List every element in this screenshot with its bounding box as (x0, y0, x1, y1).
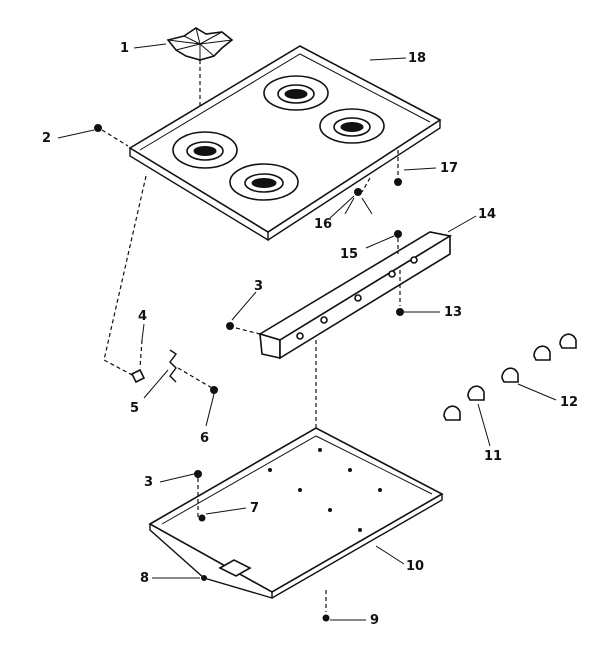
callout-4: 4 (138, 309, 147, 324)
callout-2: 2 (42, 131, 51, 146)
callout-14: 14 (478, 207, 496, 222)
fastener-16 (354, 188, 362, 196)
foot-8 (201, 575, 207, 581)
screw-6 (210, 386, 218, 394)
burner-spider (166, 27, 234, 61)
fastener-7 (198, 514, 206, 522)
callout-13: 13 (444, 305, 462, 320)
callout-9: 9 (370, 613, 379, 628)
burner-well-rear-left (263, 75, 329, 111)
screw-3-lower (194, 470, 202, 478)
screw-9 (322, 614, 330, 622)
spring-5 (169, 349, 178, 383)
callout-11: 11 (484, 449, 502, 464)
callout-6: 6 (200, 431, 209, 446)
bottom-pan (148, 427, 444, 599)
screw-15 (394, 230, 402, 238)
callout-12: 12 (560, 395, 578, 410)
leader-lines (57, 43, 557, 621)
callout-8: 8 (140, 571, 149, 586)
knob-set-11 (443, 385, 485, 421)
callout-3-upper: 3 (254, 279, 263, 294)
front-bracket (258, 231, 453, 360)
screw-13 (396, 308, 404, 316)
screw-top-left (94, 124, 102, 132)
fastener-17 (394, 178, 402, 186)
callout-15: 15 (340, 247, 358, 262)
cooktop-main-top (128, 45, 442, 242)
callout-5: 5 (130, 401, 139, 416)
callout-3-lower: 3 (144, 475, 153, 490)
screw-3-upper (226, 322, 234, 330)
callout-7: 7 (250, 501, 259, 516)
burner-well-front-left (172, 131, 238, 169)
knob-set-12 (501, 333, 577, 383)
burner-well-front-right (229, 163, 299, 201)
callout-18: 18 (408, 51, 426, 66)
callout-10: 10 (406, 559, 424, 574)
callout-17: 17 (440, 161, 458, 176)
clip-4 (130, 368, 146, 384)
burner-well-rear-right (319, 108, 385, 144)
callout-16: 16 (314, 217, 332, 232)
callout-1: 1 (120, 41, 129, 56)
